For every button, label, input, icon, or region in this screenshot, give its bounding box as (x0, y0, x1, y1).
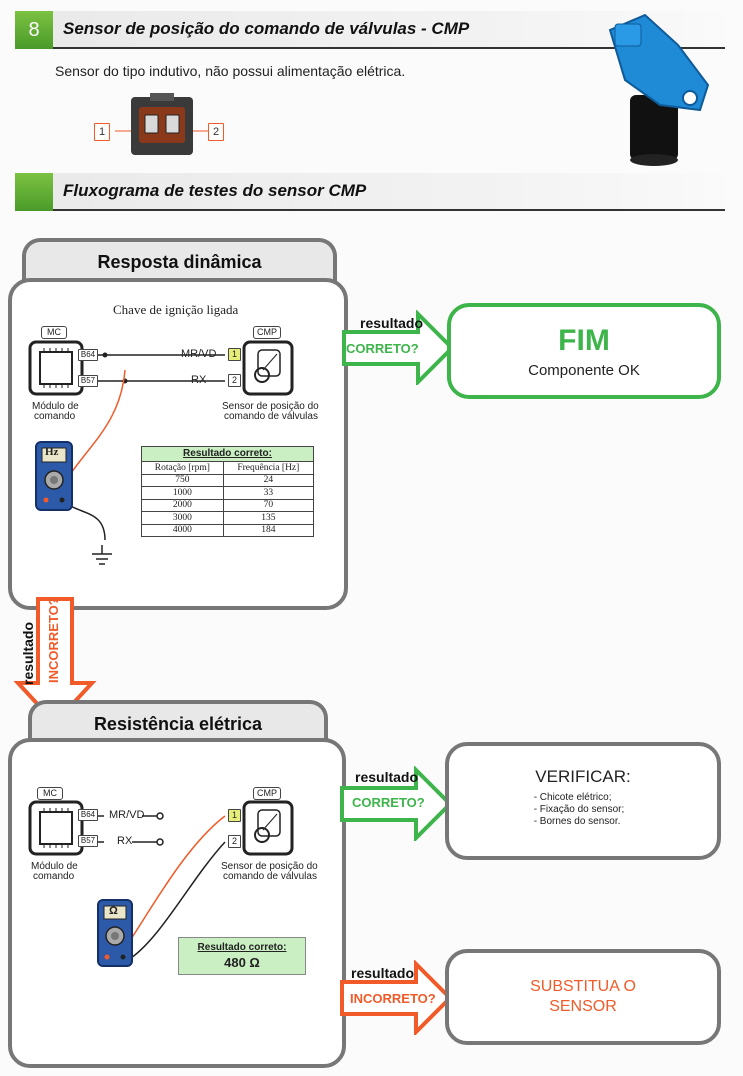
dynamic-sensor-label-1: Sensor de posição do (222, 401, 319, 412)
resistance-result-box: Resultado correto: 480 Ω (178, 937, 306, 975)
incorrect-arrow-down-label: INCORRETO? (46, 597, 61, 683)
dynamic-cmp-tag: CMP (253, 326, 281, 339)
resistance-wiring (28, 800, 294, 967)
end-box: FIM Componente OK (447, 303, 721, 399)
resistance-panel (8, 738, 346, 1068)
resistance-module-label-1: Módulo de (31, 861, 78, 872)
resistance-result-title: Resultado correto: (197, 942, 287, 953)
resistance-wire-rx: RX (117, 835, 133, 847)
dynamic-mc-pin-b57: B57 (78, 375, 98, 387)
result-table-header: Frequência [Hz] (222, 461, 315, 475)
dynamic-module-label-2: comando (34, 411, 76, 422)
incorrect-arrow-2-result: resultado (351, 965, 415, 981)
replace-box: SUBSTITUA O SENSOR (445, 949, 721, 1045)
dynamic-result-table: Resultado correto: Rotação [rpm] Frequên… (141, 446, 315, 537)
incorrect-arrow-down-result: resultado (20, 621, 36, 685)
incorrect-arrow-2-label: INCORRETO? (350, 991, 436, 1006)
flowchart-title: Fluxograma de testes do sensor CMP (63, 181, 367, 200)
pin-2-label: 2 (208, 123, 224, 141)
dynamic-meter-mode: Hz (45, 446, 59, 458)
dynamic-mc-tag: MC (41, 326, 67, 339)
resistance-mc-pin-b64: B64 (78, 809, 98, 821)
pin-1-label: 1 (94, 123, 110, 141)
resistance-meter-mode: Ω (109, 905, 118, 917)
resistance-sensor-label-2: comando de válvulas (223, 871, 317, 882)
dynamic-sensor-label-2: comando de válvulas (224, 411, 318, 422)
dynamic-mc-pin-b64: B64 (78, 349, 98, 361)
verify-title: VERIFICAR: (535, 766, 631, 786)
dynamic-wire-rx: RX (191, 374, 207, 386)
connector-illustration (115, 93, 208, 155)
result-table-header: Rotação [rpm] (141, 461, 224, 475)
flowchart-header: Fluxograma de testes do sensor CMP (15, 173, 725, 211)
list-item: - Fixação do sensor; (533, 803, 625, 815)
correct-arrow-2-result: resultado (355, 769, 419, 785)
incorrect-arrow-2 (340, 960, 453, 1035)
resistance-cmp-pin-1: 1 (228, 809, 241, 822)
dynamic-cmp-pin-1: 1 (228, 348, 241, 361)
result-table-title: Resultado correto: (141, 446, 314, 461)
list-item: - Chicote elétrico; (533, 791, 612, 803)
verify-box: VERIFICAR: - Chicote elétrico; - Fixação… (445, 742, 721, 860)
dynamic-wiring (28, 340, 294, 565)
cmp-sensor-photo (608, 13, 710, 166)
resistance-mc-pin-b57: B57 (78, 835, 98, 847)
correct-arrow-2-label: CORRETO? (352, 795, 425, 810)
flowchart-marker (15, 173, 53, 211)
resistance-result-value: 480 Ω (224, 955, 260, 970)
section-number: 8 (15, 11, 53, 49)
correct-arrow-1 (342, 310, 455, 385)
dynamic-cmp-pin-2: 2 (228, 374, 241, 387)
end-text: Componente OK (528, 361, 640, 379)
section-header: 8 Sensor de posição do comando de válvul… (15, 11, 725, 49)
resistance-sensor-label-1: Sensor de posição do (221, 861, 318, 872)
sensor-description: Sensor do tipo indutivo, não possui alim… (55, 63, 406, 79)
verify-list: - Chicote elétrico; - Fixação do sensor;… (534, 792, 625, 828)
dynamic-wire-mrvd: MR/VD (181, 348, 217, 360)
dynamic-caption: Chave de ignição ligada (113, 302, 239, 317)
dynamic-module-label-1: Módulo de (32, 401, 79, 412)
resistance-cmp-pin-2: 2 (228, 835, 241, 848)
resistance-cmp-tag: CMP (253, 787, 281, 800)
correct-arrow-1-label: CORRETO? (346, 341, 419, 356)
section-title: Sensor de posição do comando de válvulas… (63, 19, 470, 38)
correct-arrow-1-result: resultado (360, 315, 424, 331)
resistance-module-label-2: comando (33, 871, 75, 882)
end-title: FIM (558, 323, 610, 357)
resistance-mc-tag: MC (37, 787, 63, 800)
replace-line-1: SUBSTITUA O (530, 978, 636, 995)
correct-arrow-2 (340, 766, 453, 841)
replace-line-2: SENSOR (549, 998, 617, 1015)
list-item: - Bornes do sensor. (533, 815, 621, 827)
resistance-wire-mrvd: MR/VD (109, 809, 145, 821)
